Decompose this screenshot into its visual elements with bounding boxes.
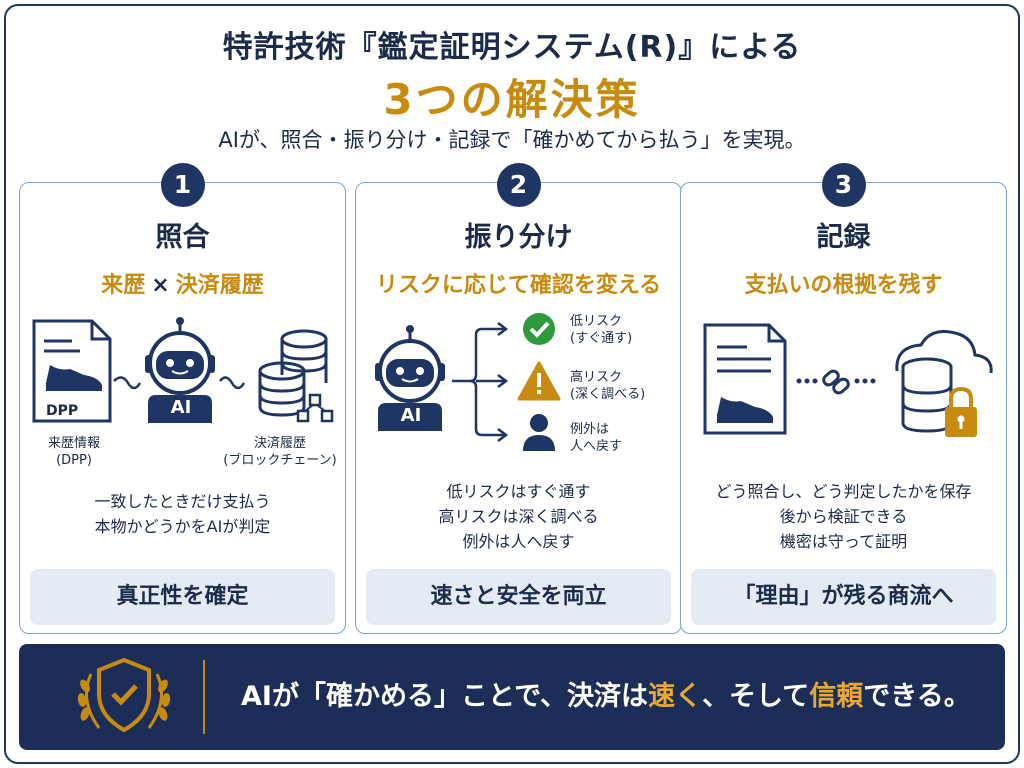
blockchain-icon bbox=[296, 393, 334, 423]
card-number-badge: 3 bbox=[821, 163, 866, 207]
card-result-pill: 速さと安全を両立 bbox=[366, 569, 671, 625]
branch-exception: 例外は人へ戻す bbox=[570, 422, 623, 454]
page-tagline: AIが、照合・振り分け・記録で「確かめてから払う」を実現。 bbox=[218, 128, 806, 152]
card-matching: 1 照合 来歴×決済履歴 bbox=[19, 163, 346, 634]
ai-label: AI bbox=[400, 405, 422, 426]
card-description: 一致したときだけ支払う本物かどうかをAIが判定 bbox=[94, 492, 271, 536]
card-number-badge: 1 bbox=[160, 163, 205, 207]
card-description: どう照合し、どう判定したかを保存後から検証できる機密は守って証明 bbox=[715, 482, 972, 551]
sneaker-icon bbox=[717, 397, 773, 423]
routing-illustration: AI 低リスク(すぐ通す) 高リスク(深く調べる) 例外は人へ戻す bbox=[356, 311, 681, 481]
card-number-badge: 2 bbox=[496, 163, 541, 207]
card-title: 照合 bbox=[155, 222, 210, 253]
card-result-pill: 「理由」が残る商流へ bbox=[691, 569, 996, 625]
page-subtitle: 3つの解決策 bbox=[383, 75, 641, 124]
doc-label: DPP bbox=[46, 403, 79, 419]
matching-illustration: DPP AI 来歴情報(DPP) 決済履歴(ブロックチェーン) bbox=[20, 311, 345, 481]
page-title: 特許技術『鑑定証明システム(R)』による bbox=[222, 30, 802, 65]
card-subtitle: 支払いの根拠を残す bbox=[744, 273, 943, 298]
card-title: 振り分け bbox=[464, 222, 573, 253]
cloud-icon bbox=[895, 330, 993, 374]
card-subtitle: リスクに応じて確認を変える bbox=[375, 273, 662, 298]
card-description: 低リスクはすぐ通す高リスクは深く調べる例外は人へ戻す bbox=[438, 482, 599, 551]
robot-icon bbox=[145, 317, 215, 423]
card-recording: 3 記録 支払いの根拠を残す bbox=[680, 163, 1007, 634]
banner-divider bbox=[203, 660, 205, 734]
card-subtitle: 来歴×決済履歴 bbox=[101, 273, 264, 298]
database-icon bbox=[901, 357, 953, 433]
recording-illustration bbox=[681, 311, 1006, 481]
branch-high-risk: 高リスク(深く調べる) bbox=[570, 370, 646, 402]
link-icon bbox=[796, 369, 876, 395]
right-caption: 決済履歴(ブロックチェーン) bbox=[223, 436, 337, 468]
person-icon bbox=[523, 414, 555, 451]
database-icon bbox=[258, 329, 328, 417]
banner-message: AIが「確かめる」ことで、決済は速く、そして信頼できる。 bbox=[241, 681, 971, 712]
card-routing: 2 振り分け リスクに応じて確認を変える bbox=[355, 163, 682, 634]
left-caption: 来歴情報(DPP) bbox=[47, 436, 100, 468]
card-title: 記録 bbox=[816, 222, 871, 253]
card-result-pill: 真正性を確定 bbox=[30, 569, 335, 625]
branch-arrows bbox=[452, 322, 509, 442]
branch-low-risk: 低リスク(すぐ通す) bbox=[570, 314, 633, 346]
check-icon bbox=[523, 313, 555, 345]
warning-icon bbox=[517, 361, 561, 401]
sneaker-icon bbox=[46, 365, 102, 391]
ai-label: AI bbox=[170, 397, 192, 418]
shield-icon bbox=[69, 650, 179, 748]
lock-icon bbox=[945, 386, 977, 437]
robot-icon bbox=[375, 325, 445, 431]
bottom-banner: AIが「確かめる」ことで、決済は速く、そして信頼できる。 bbox=[19, 644, 1005, 750]
